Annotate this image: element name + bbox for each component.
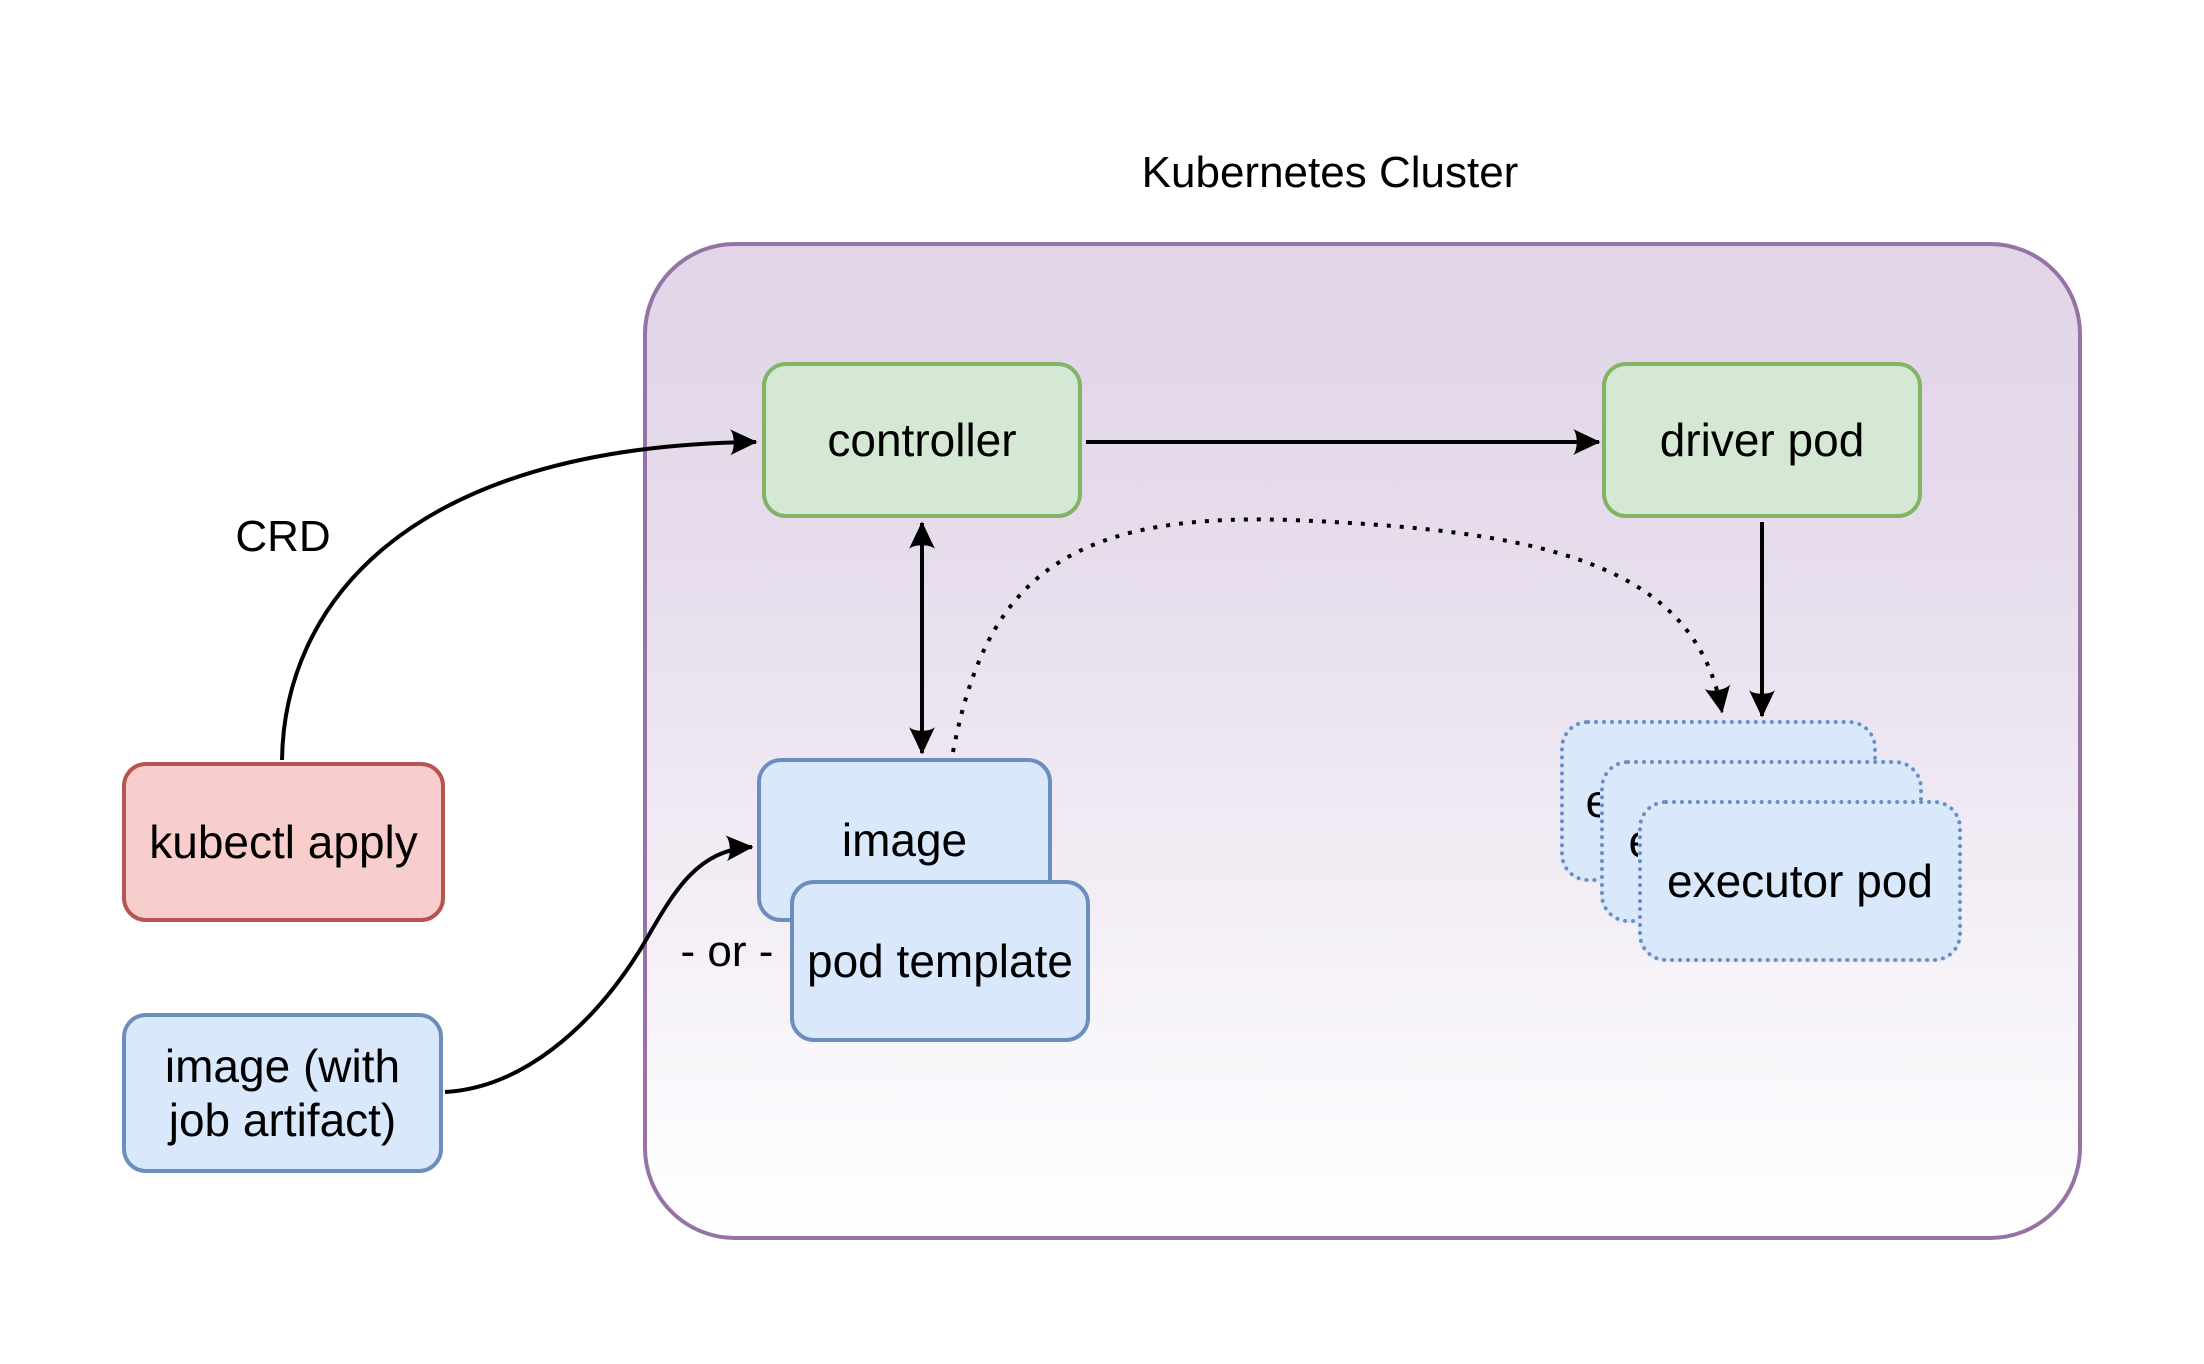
node-kubectl-apply-label: kubectl apply (149, 815, 418, 868)
node-executor-pod-front-label: executor pod (1667, 854, 1933, 907)
node-driver-pod: driver pod (1602, 362, 1922, 518)
node-controller: controller (762, 362, 1082, 518)
edge-label-or: - or - (680, 927, 774, 976)
node-controller-label: controller (827, 413, 1017, 466)
node-image-with-job-artifact: image (with job artifact) (122, 1013, 443, 1173)
node-pod-template-label: pod template (807, 934, 1073, 987)
node-image-with-job-artifact-line2: job artifact) (168, 1094, 397, 1146)
node-driver-pod-label: driver pod (1659, 413, 1865, 466)
node-image-label: image (841, 813, 968, 866)
node-image-with-job-artifact-label: image (with job artifact) (165, 1039, 400, 1148)
diagram-title: Kubernetes Cluster (1141, 148, 1519, 197)
node-image-with-job-artifact-line1: image (with (164, 1039, 401, 1092)
node-executor-pod-front: executor pod (1638, 800, 1962, 962)
node-kubectl-apply: kubectl apply (122, 762, 445, 922)
node-pod-template: pod template (790, 880, 1090, 1042)
edge-label-crd: CRD (235, 512, 331, 561)
